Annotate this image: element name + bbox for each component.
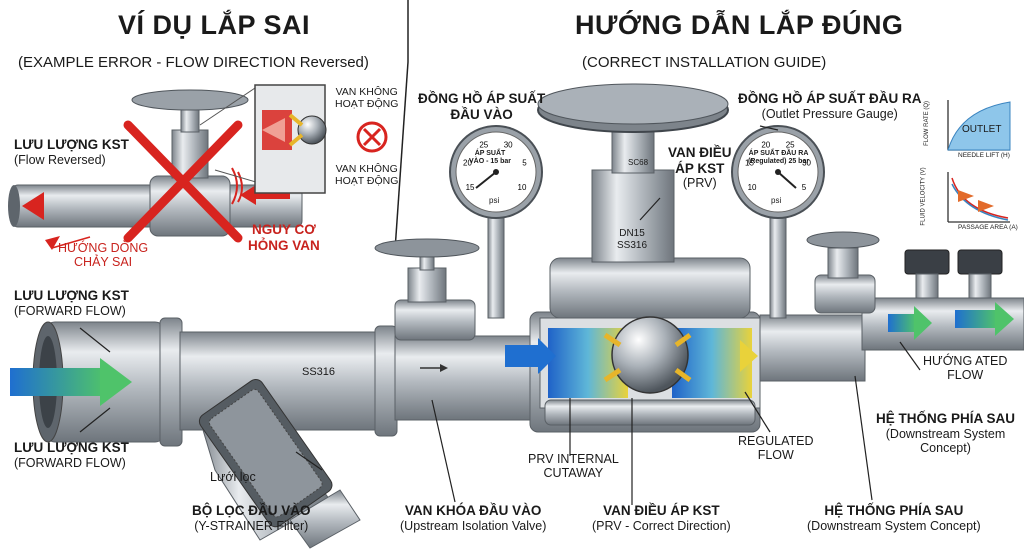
isolation-valve-label: VAN KHÓA ĐẦU VÀO (Upstream Isolation Val… [400,503,547,533]
leader-lines [79,125,921,505]
guide-subtitle: (CORRECT INSTALLATION GUIDE) [582,54,827,71]
prv-direction-label: VAN ĐIỀU ÁP KST (PRV - Correct Direction… [592,503,731,533]
outlet-gauge-tick: 15 [745,159,754,168]
outlet-gauge-unit: psi [771,196,782,205]
chart-top-ylabel: FLOW RATE (Q) [924,101,930,146]
wrong-direction-label: HƯỚNG DÒNG CHẢY SAI [58,241,149,270]
prv-body-marking: DN15 SS316 [617,228,648,251]
outlet-gauge-tick: 20 [761,141,770,150]
y-strainer [198,378,361,549]
inlet-gauge-tick: 20 [463,159,472,168]
error-subtitle: (EXAMPLE ERROR - FLOW DIRECTION Reversed… [18,54,369,71]
error-flow-label: LƯU LƯỢNG KST (Flow Reversed) [14,137,129,167]
chart-bottom-ylabel: FLUID VELOCITY (V) [920,167,927,226]
damage-risk-label: NGUY CƠ HỎNG VAN [248,222,320,253]
pressure-reducing-valve [537,83,761,426]
outlet-gauge-tick: 30 [802,159,811,168]
outlet-gauge-tick: 5 [802,183,807,192]
downstream-isolation-valve [806,231,880,314]
inlet-gauge-label: ĐỒNG HỒ ÁP SUẤT ĐẦU VÀO [418,91,546,122]
failure-inset [254,84,327,194]
inlet-pressure-gauge [449,125,543,319]
pipe-marking: SS316 [302,366,336,378]
isolation-valve [374,238,480,372]
forward-flow-label-bottom: LƯU LƯỢNG KST (FORWARD FLOW) [14,440,129,470]
cutaway-label: PRV INTERNAL CUTAWAY [528,452,619,481]
inlet-gauge-tick: 30 [504,141,513,150]
inset-status-bottom: VAN KHÔNG HOẠT ĐỘNG [335,163,399,188]
error-cross-icon [123,120,243,243]
inlet-gauge-tick: 10 [518,183,527,192]
inlet-gauge-tick: 25 [479,141,488,150]
chart-top-xlabel: NEEDLE LIFT (H) [958,152,1010,159]
strainer-label: BỘ LỌC ĐẦU VÀO (Y-STRAINER Filter) [192,503,311,533]
downstream-label-bottom: HỆ THỐNG PHÍA SAU (Downstream System Con… [807,503,981,533]
regulated-flow-label: REGULATED FLOW [738,434,814,463]
inlet-gauge-tick: 15 [466,183,475,192]
velocity-chart [947,172,1010,223]
guide-title: HƯỚNG DẪN LẮP ĐÚNG [575,10,904,40]
outlet-pressure-gauge [731,125,825,319]
outlet-gauge-tick: 10 [748,183,757,192]
inlet-gauge-tick: 5 [522,159,527,168]
prohibited-icon [356,121,388,153]
solenoid-valves [904,249,1003,299]
forward-flow-label-top: LƯU LƯỢNG KST (FORWARD FLOW) [14,288,129,318]
outlet-gauge-face: ÁP SUẤT ĐẦU RA (Regulated) 25 bar [748,150,810,166]
flow-rate-chart [947,100,1011,151]
flow-direction-label: HƯỚNG ATED FLOW [923,354,1008,383]
prv-label: VAN ĐIỀU ÁP KST (PRV) [668,145,732,191]
chart-bottom-xlabel: PASSAGE AREA (A) [958,224,1018,231]
inlet-gauge-unit: psi [489,196,500,205]
panel-divider-lower [394,61,409,251]
error-title: VÍ DỤ LẮP SAI [118,10,311,40]
inlet-flow-arrow [505,338,556,374]
chart-outlet-tag: OUTLET [962,124,1002,135]
regulated-flow-arrow [740,340,758,372]
outlet-gauge-tick: 25 [786,141,795,150]
bonnet-marking: SC68 [628,158,649,167]
downstream-label-mid: HỆ THỐNG PHÍA SAU (Downstream System Con… [876,411,1016,455]
screen-label: Lưới lọc [210,470,256,484]
inlet-gauge-face: ÁP SUẤT VÀO - 15 bar [469,150,512,166]
downstream-flow-arrows [888,302,1014,340]
forward-flow-arrow [10,358,132,406]
outlet-gauge-label: ĐỒNG HỒ ÁP SUẤT ĐẦU RA (Outlet Pressure … [738,91,922,121]
wrong-dir-leader [51,236,91,249]
inset-status-top: VAN KHÔNG HOẠT ĐỘNG [335,86,399,111]
